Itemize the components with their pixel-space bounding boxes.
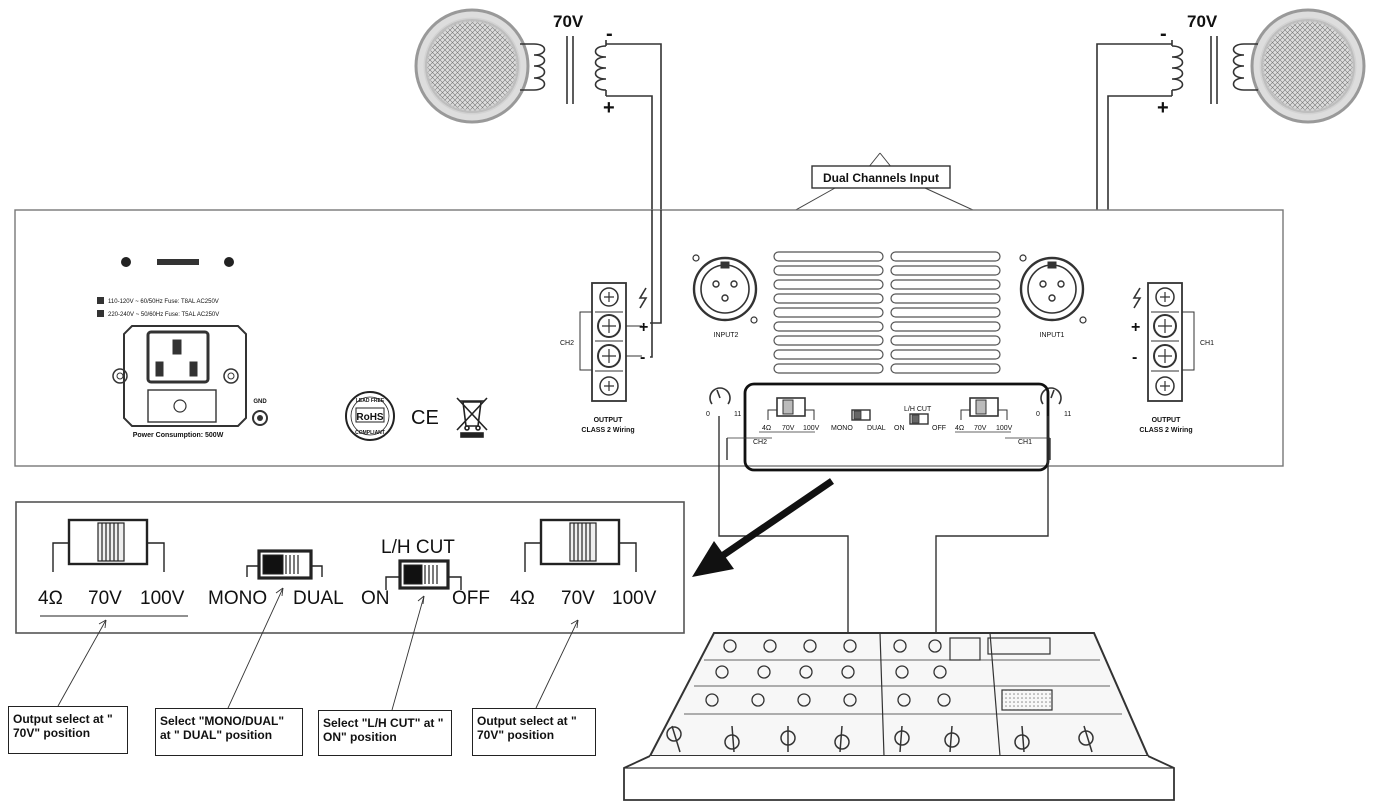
small-left-70v: 70V <box>782 425 795 432</box>
ch2-output-terminal <box>579 210 662 402</box>
note-lhcut: Select "L/H CUT" at " ON" position <box>318 710 452 756</box>
left-speaker <box>414 8 530 124</box>
zoom-impedance-switch-left <box>40 518 188 617</box>
small-left-4ohm: 4Ω <box>762 425 771 432</box>
ch1-terminal-plus: + <box>1131 319 1140 336</box>
small-impedance-switch-ch1 <box>955 397 1050 439</box>
gnd-label: GND <box>253 399 267 405</box>
output-left-line1: OUTPUT <box>594 417 624 424</box>
input-cables <box>718 416 1051 640</box>
gain-knob-ch1 <box>1040 387 1062 405</box>
gain-knob-ch2 <box>709 387 731 405</box>
knob-right-max: 11 <box>1064 411 1071 418</box>
fuse-text-1: 110-120V ~ 60/50Hz Fuse: T8AL AC250V <box>108 299 219 305</box>
fuse-text-2: 220-240V ~ 50/60Hz Fuse: T5AL AC250V <box>108 312 219 318</box>
small-lhcut-switch <box>909 413 929 425</box>
note-output-select-right: Output select at " 70V" position <box>472 708 596 756</box>
power-switch-holes <box>121 257 234 267</box>
small-impedance-switch-ch2 <box>727 397 815 439</box>
small-on: ON <box>894 425 905 432</box>
left-speaker-plus: + <box>603 97 615 119</box>
small-ch2: CH2 <box>753 439 767 446</box>
xlr-input2 <box>692 254 758 324</box>
zoom-mono: MONO <box>208 588 267 609</box>
zoom-impedance-switch-right <box>524 518 637 572</box>
zoom-right-4ohm: 4Ω <box>510 588 535 609</box>
knob-left-min: 0 <box>706 411 710 418</box>
small-left-100v: 100V <box>803 425 820 432</box>
small-ch1: CH1 <box>1018 439 1032 446</box>
zoom-on: ON <box>361 588 390 609</box>
note-mono-dual: Select "MONO/DUAL" at " DUAL" position <box>155 708 303 756</box>
input2-label: INPUT2 <box>714 332 739 339</box>
weee-bin-icon <box>456 397 488 438</box>
output-right-line2: CLASS 2 Wiring <box>1139 427 1192 434</box>
note-mono-dual-text: Select "MONO/DUAL" at " DUAL" position <box>160 714 285 742</box>
dual-input-label: Dual Channels Input <box>823 171 939 185</box>
small-lhcut: L/H CUT <box>904 406 932 413</box>
zoom-dual: DUAL <box>293 588 344 609</box>
ce-mark: CE <box>411 407 439 429</box>
rohs-badge <box>345 391 395 441</box>
amplifier-rear-panel <box>14 209 1284 467</box>
zoom-right-70v: 70V <box>561 588 595 609</box>
note-output-select-left: Output select at " 70V" position <box>8 706 128 754</box>
small-dual: DUAL <box>867 425 886 432</box>
zoom-switch-panel <box>15 501 685 634</box>
input1-label: INPUT1 <box>1040 332 1065 339</box>
output-right-line1: OUTPUT <box>1152 417 1182 424</box>
right-speaker-minus: - <box>1160 23 1167 45</box>
small-mono-dual-switch <box>851 409 871 421</box>
rohs-bottom: COMPLIANT <box>355 430 385 436</box>
small-right-4ohm: 4Ω <box>955 425 964 432</box>
knob-right-min: 0 <box>1036 411 1040 418</box>
power-consumption: Power Consumption: 500W <box>133 432 224 439</box>
zoom-left-100v: 100V <box>140 588 185 609</box>
rohs-top: LEAD FREE <box>356 398 385 404</box>
zoom-right-100v: 100V <box>612 588 657 609</box>
note-output-select-right-text: Output select at " 70V" position <box>477 714 577 742</box>
xlr-input1 <box>1019 254 1087 324</box>
ch1-panel-label: CH1 <box>1200 340 1214 347</box>
ch1-terminal-minus: - <box>1132 349 1137 366</box>
left-speaker-minus: - <box>606 23 613 45</box>
gnd-screw <box>252 410 268 426</box>
vent-grille <box>773 251 1001 374</box>
right-speaker <box>1250 8 1366 124</box>
output-left-line2: CLASS 2 Wiring <box>581 427 634 434</box>
note-leaders <box>57 587 579 711</box>
rohs-mark: RoHS <box>356 412 384 423</box>
left-transformer <box>520 36 662 210</box>
small-right-70v: 70V <box>974 425 987 432</box>
ch1-output-terminal <box>1132 282 1195 402</box>
left-speaker-voltage: 70V <box>553 12 584 31</box>
zoom-arrow <box>692 478 834 577</box>
dual-input-box <box>811 165 951 189</box>
note-lhcut-text: Select "L/H CUT" at " ON" position <box>323 716 444 744</box>
right-speaker-voltage: 70V <box>1187 12 1218 31</box>
iec-power-socket <box>112 325 247 427</box>
knob-left-max: 11 <box>734 411 741 418</box>
audio-mixer <box>623 632 1175 801</box>
zoom-lhcut-switch <box>385 559 462 590</box>
right-speaker-plus: + <box>1157 97 1169 119</box>
small-right-100v: 100V <box>996 425 1013 432</box>
fuse-checkbox-1 <box>97 297 104 304</box>
small-mono: MONO <box>831 425 853 432</box>
zoom-left-4ohm: 4Ω <box>38 588 63 609</box>
ch2-panel-label: CH2 <box>560 340 574 347</box>
note-output-select-left-text: Output select at " 70V" position <box>13 712 113 740</box>
ch2-terminal-minus: - <box>640 349 645 366</box>
ch2-terminal-plus: + <box>639 319 648 336</box>
fuse-checkbox-2 <box>97 310 104 317</box>
zoom-left-70v: 70V <box>88 588 122 609</box>
zoom-off: OFF <box>452 588 490 609</box>
zoom-lhcut: L/H CUT <box>381 537 455 558</box>
small-off: OFF <box>932 425 946 432</box>
zoom-mono-dual-switch <box>246 549 323 580</box>
